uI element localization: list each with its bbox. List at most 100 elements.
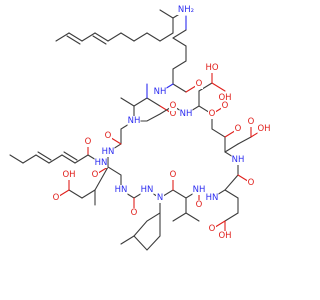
atom-label-val-hn: HN [206,193,219,203]
atom-label-gly-o: O [248,178,255,188]
bond [172,83,187,93]
atom-label-ring-hn1: HN [102,147,115,157]
atom-label-bg [101,147,115,157]
atom-label-asp-oh: OH [257,124,270,134]
bond [159,32,174,42]
bond [61,154,76,164]
atom-label-o8: O [170,101,177,111]
atom-label-mas2-oh: OH [218,231,231,241]
atom-label-bg [257,124,271,134]
atom-label-bg [205,193,219,203]
atom-label-bg [195,79,203,89]
atom-label-ring-nh1: NH [128,116,141,126]
bond [133,32,148,42]
atom-label-hn3: HN [141,185,154,195]
atom-label-bg [221,101,229,111]
atom-label-bg [179,109,193,119]
bond [94,166,109,191]
atom-label-nh4: NH [193,185,206,195]
atom-label-bg [84,137,92,147]
atom-label-val-o: O [196,200,203,210]
bond [92,35,107,45]
bond [22,154,37,164]
atom-label-bg [195,200,203,210]
atom-label-lys-nh: NH [154,87,167,97]
bond [55,32,70,42]
atom-label-o6: O [209,109,216,119]
bond [81,189,96,199]
atom-label-bg [153,87,167,97]
atom-label-bg [169,101,177,111]
bond [37,151,52,161]
atom-label-bg [62,170,76,180]
atom-label-fa-o: O [85,137,92,147]
bond [63,151,78,161]
atom-label-gly-nh: NH [232,155,245,165]
atom-label-fa-hn: HN [95,158,108,168]
bond [133,197,161,251]
atom-label-bg [205,63,219,73]
atom-label-ha-o: O [222,101,229,111]
bond [120,32,135,42]
atom-label-mas2-o: O [209,224,216,234]
atom-label-bg [169,109,177,119]
atom-label-bg [177,5,195,15]
atom-label-bg [104,131,112,141]
atom-label-pro-n: N [157,193,163,203]
bond [224,212,239,222]
bond [9,154,24,164]
bond [198,82,213,92]
bond [146,32,161,42]
bond [120,97,135,107]
atom-label-ring-hn2: HN [115,185,128,195]
atom-label-o7: O [170,109,177,119]
bond [94,32,109,42]
atom-label-o4: O [131,208,138,218]
atom-label-bg [208,109,216,119]
atom-label-bg [114,185,128,195]
atom-label-ring-o3: O [235,124,242,134]
bond [107,32,122,42]
bond [159,9,174,19]
atom-label-bg [208,224,216,234]
atom-label-lys-o: O [196,79,203,89]
atom-label-bg [218,93,232,103]
atom-label-ring-o1: O [105,131,112,141]
atom-label-bg [127,116,141,126]
bond [133,97,148,107]
atom-label-bg [140,185,154,195]
atom-label-bg [91,170,99,180]
bond [224,143,239,153]
atom-label-bg [234,124,242,134]
atom-label-bg [218,231,232,241]
bond [120,235,135,245]
bond [68,32,83,42]
bond [172,60,187,70]
bond [224,189,239,199]
atom-label-ha-ho: HO [205,63,218,73]
atom-label-bg [52,193,60,203]
atom-label-ha-nh: NH [180,109,193,119]
atom-label-bg [231,155,245,165]
atom-label-ring-o2: O [92,170,99,180]
bond [172,212,187,222]
bond [48,154,63,164]
bond [68,189,83,199]
atom-label-asp-o: O [248,117,255,127]
bond [74,154,89,164]
atom-label-mas-oh: OH [62,170,75,180]
bond [211,82,226,92]
atom-label-lys-nh2: NH₂ [178,5,194,15]
atom-label-o5: O [170,170,177,180]
bond [66,35,81,45]
atom-label-bg [192,185,206,195]
atom-label-bg [130,208,138,218]
bond [35,154,50,164]
atom-label-ha-oh: OH [218,93,231,103]
atom-label-bg [247,117,255,127]
atom-label-bg [156,193,164,203]
atom-label-mas-o: O [53,193,60,203]
bond [237,136,252,145]
